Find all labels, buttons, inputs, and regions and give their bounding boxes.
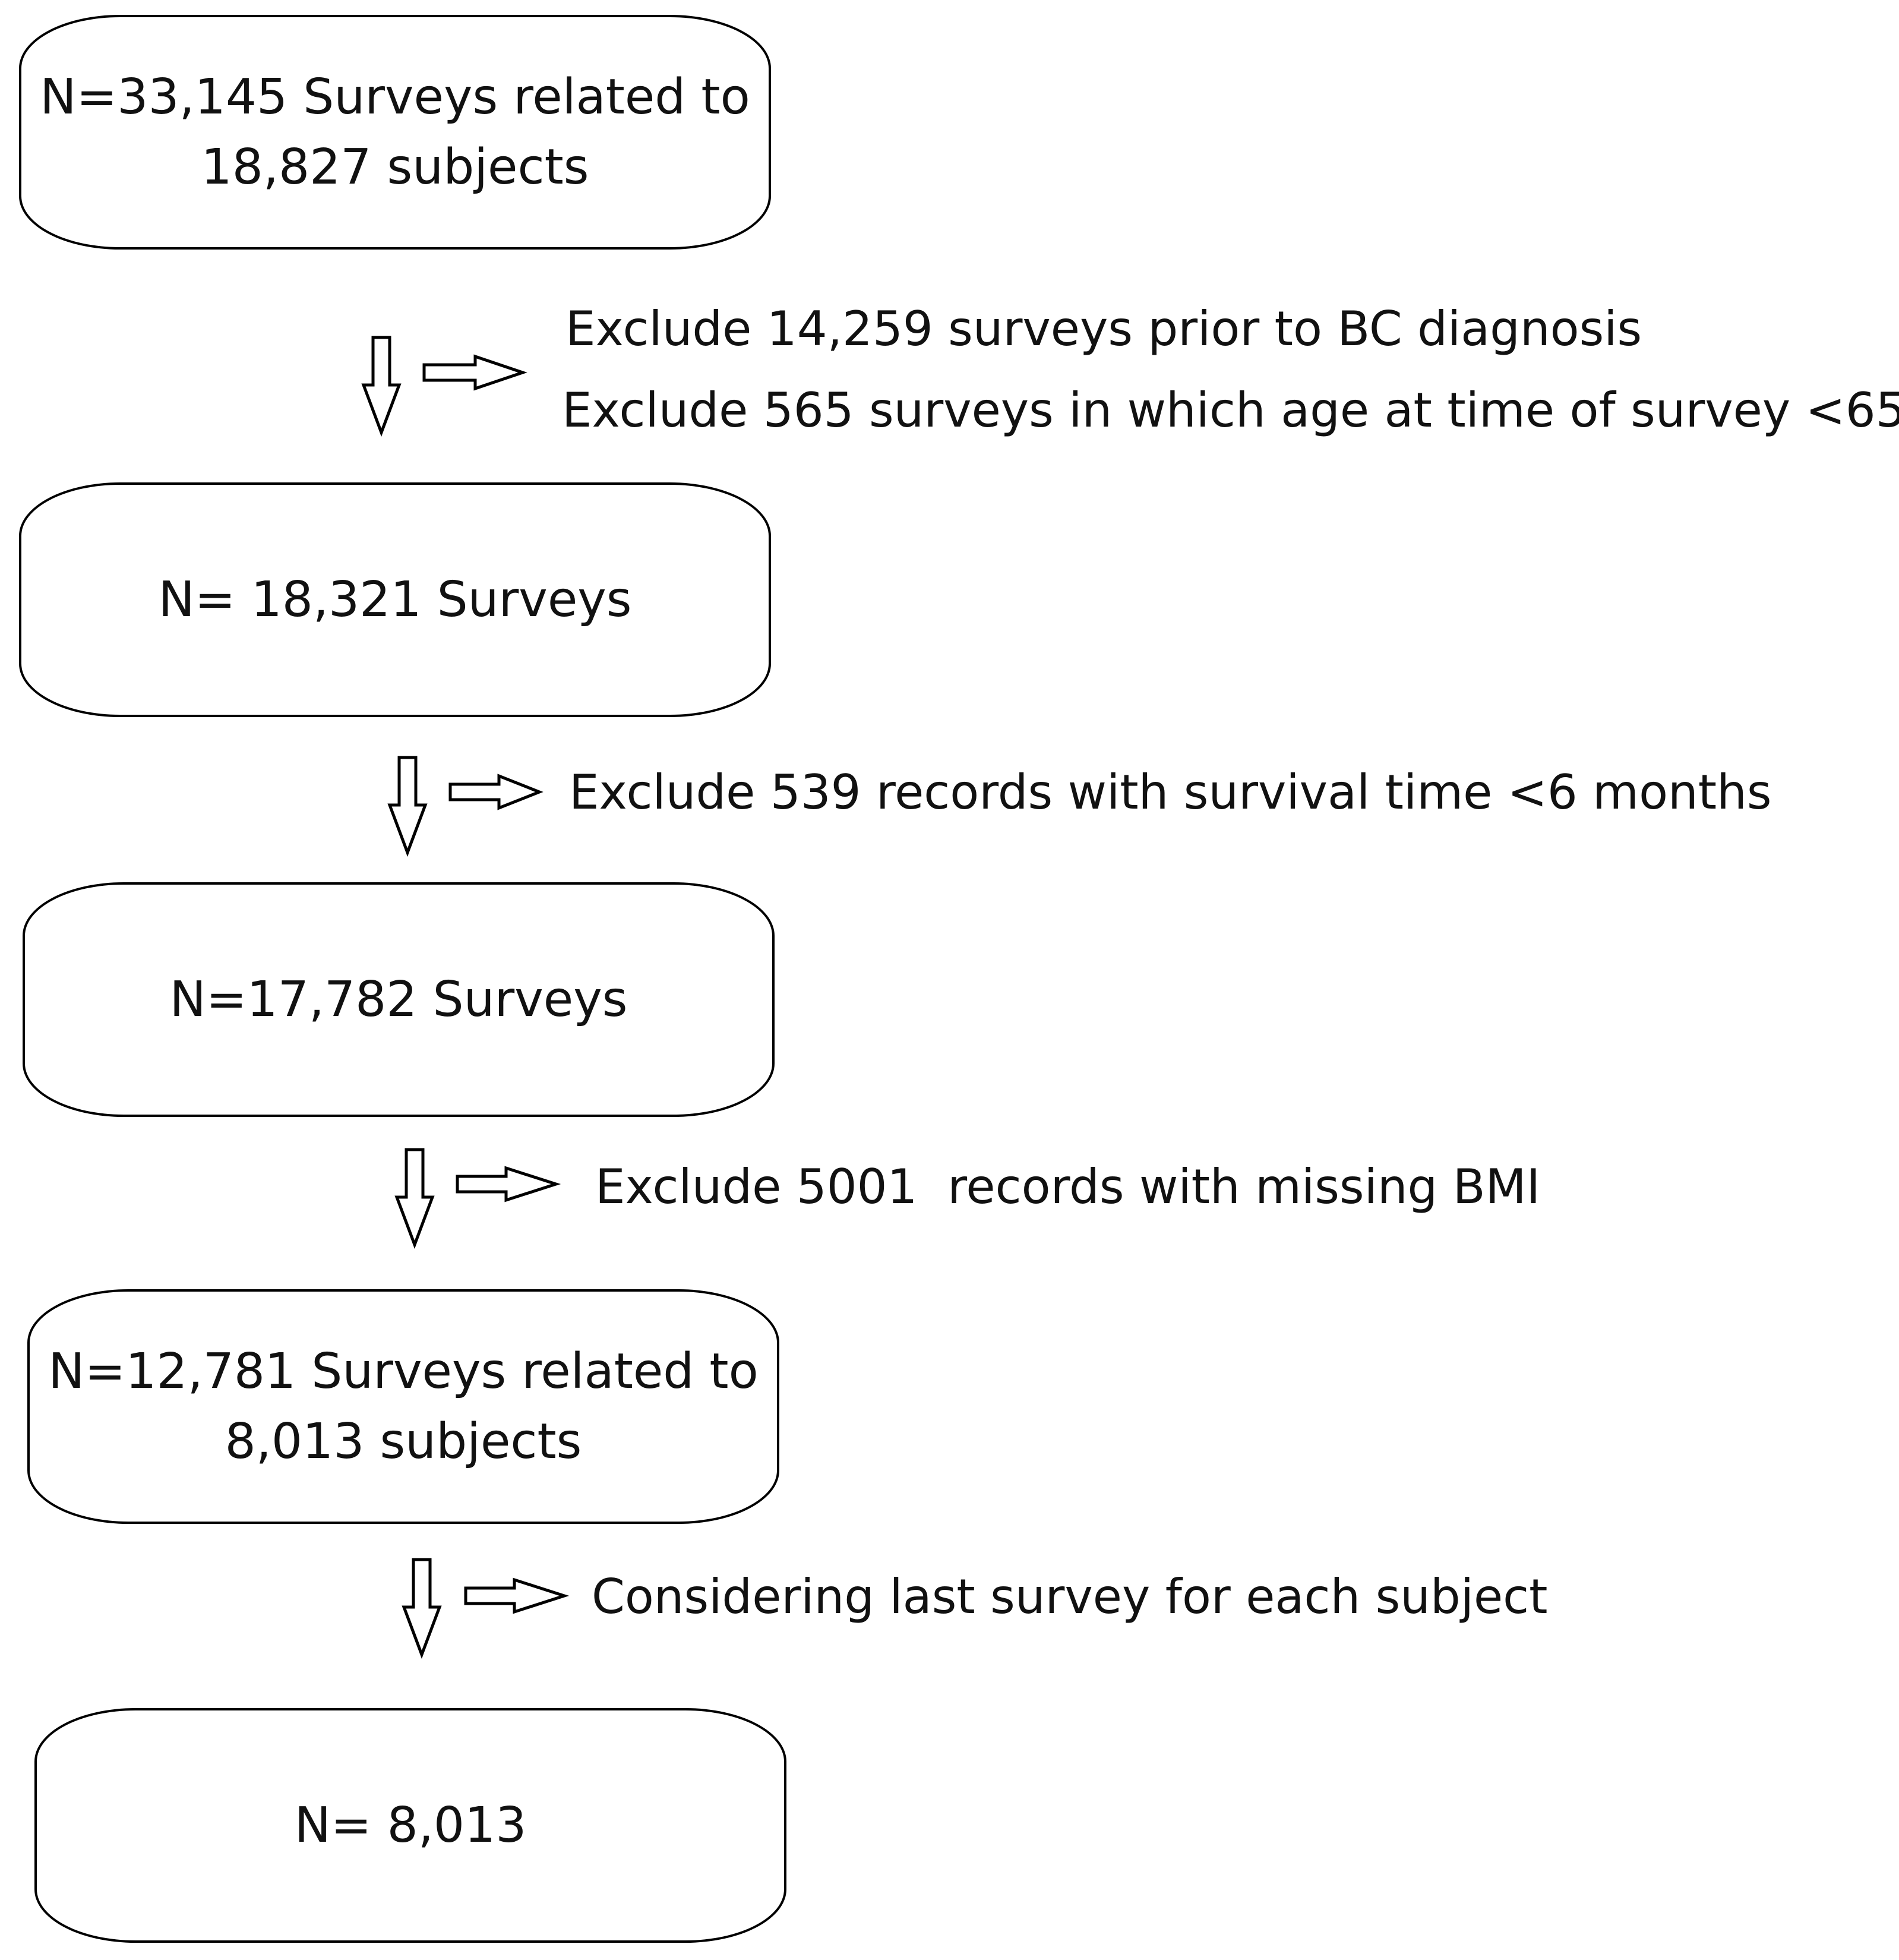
box-text-line: N=33,145 Surveys related to	[40, 68, 750, 125]
flow-box-initial: N=33,145 Surveys related to 18,827 subje…	[19, 15, 771, 250]
box-text-line: N=12,781 Surveys related to	[48, 1343, 759, 1400]
down-arrow-icon	[361, 336, 402, 437]
down-arrow-icon	[394, 1148, 435, 1249]
box-text-line: N= 18,321 Surveys	[158, 571, 632, 628]
down-arrow-icon	[402, 1558, 442, 1659]
selection-note-last-survey: Considering last survey for each subject	[592, 1569, 1548, 1624]
flow-box-after-survival: N=17,782 Surveys	[23, 882, 775, 1117]
box-text-line: 18,827 subjects	[201, 138, 589, 195]
flow-box-after-diagnosis-age: N= 18,321 Surveys	[19, 482, 771, 717]
exclusion-note-survival: Exclude 539 records with survival time <…	[569, 765, 1772, 820]
right-arrow-icon	[464, 1577, 570, 1614]
exclusion-note-bmi: Exclude 5001 records with missing BMI	[595, 1159, 1541, 1214]
flow-box-after-bmi: N=12,781 Surveys related to 8,013 subjec…	[27, 1289, 779, 1524]
right-arrow-icon	[456, 1166, 561, 1202]
flow-box-final: N= 8,013	[34, 1708, 786, 1943]
box-text-line: N=17,782 Surveys	[169, 971, 628, 1028]
box-text-line: N= 8,013	[294, 1797, 527, 1854]
exclusion-note-diagnosis: Exclude 14,259 surveys prior to BC diagn…	[565, 301, 1642, 356]
right-arrow-icon	[448, 774, 544, 810]
exclusion-note-age: Exclude 565 surveys in which age at time…	[562, 383, 1899, 438]
down-arrow-icon	[387, 756, 428, 857]
box-text-line: 8,013 subjects	[225, 1413, 582, 1470]
right-arrow-icon	[422, 354, 527, 391]
